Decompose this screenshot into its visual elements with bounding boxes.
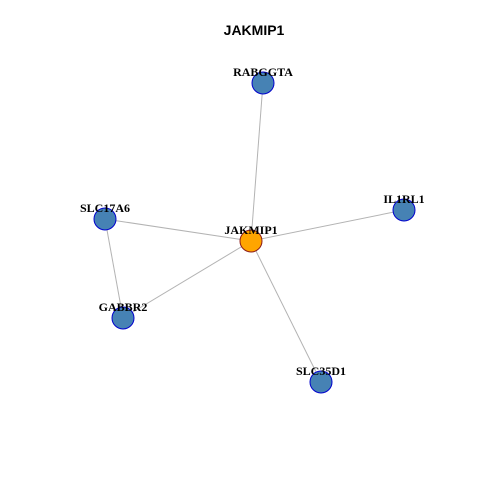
- node-gabbr2[interactable]: [111, 306, 135, 330]
- edge-jakmip1-il1rl1: [250, 209, 405, 242]
- node-label-slc35d1: SLC35D1: [296, 364, 346, 378]
- node-il1rl1[interactable]: [392, 198, 416, 222]
- edge-jakmip1-slc35d1: [250, 240, 322, 383]
- edge-jakmip1-slc17a6: [104, 218, 252, 242]
- node-label-rabggta: RABGGTA: [233, 65, 293, 79]
- node-label-slc17a6: SLC17A6: [80, 201, 130, 215]
- node-slc17a6[interactable]: [93, 207, 117, 231]
- edges-layer: [104, 82, 405, 383]
- diagram-title: JAKMIP1: [224, 22, 285, 38]
- node-label-gabbr2: GABBR2: [99, 300, 148, 314]
- node-slc35d1[interactable]: [309, 370, 333, 394]
- edge-slc17a6-gabbr2: [104, 218, 124, 319]
- edge-jakmip1-rabggta: [250, 82, 264, 242]
- node-label-jakmip1: JAKMIP1: [224, 223, 277, 237]
- node-rabggta[interactable]: [251, 71, 275, 95]
- node-label-il1rl1: IL1RL1: [383, 192, 424, 206]
- node-jakmip1[interactable]: [239, 229, 263, 253]
- edge-jakmip1-gabbr2: [122, 240, 252, 319]
- nodes-layer: [93, 71, 416, 394]
